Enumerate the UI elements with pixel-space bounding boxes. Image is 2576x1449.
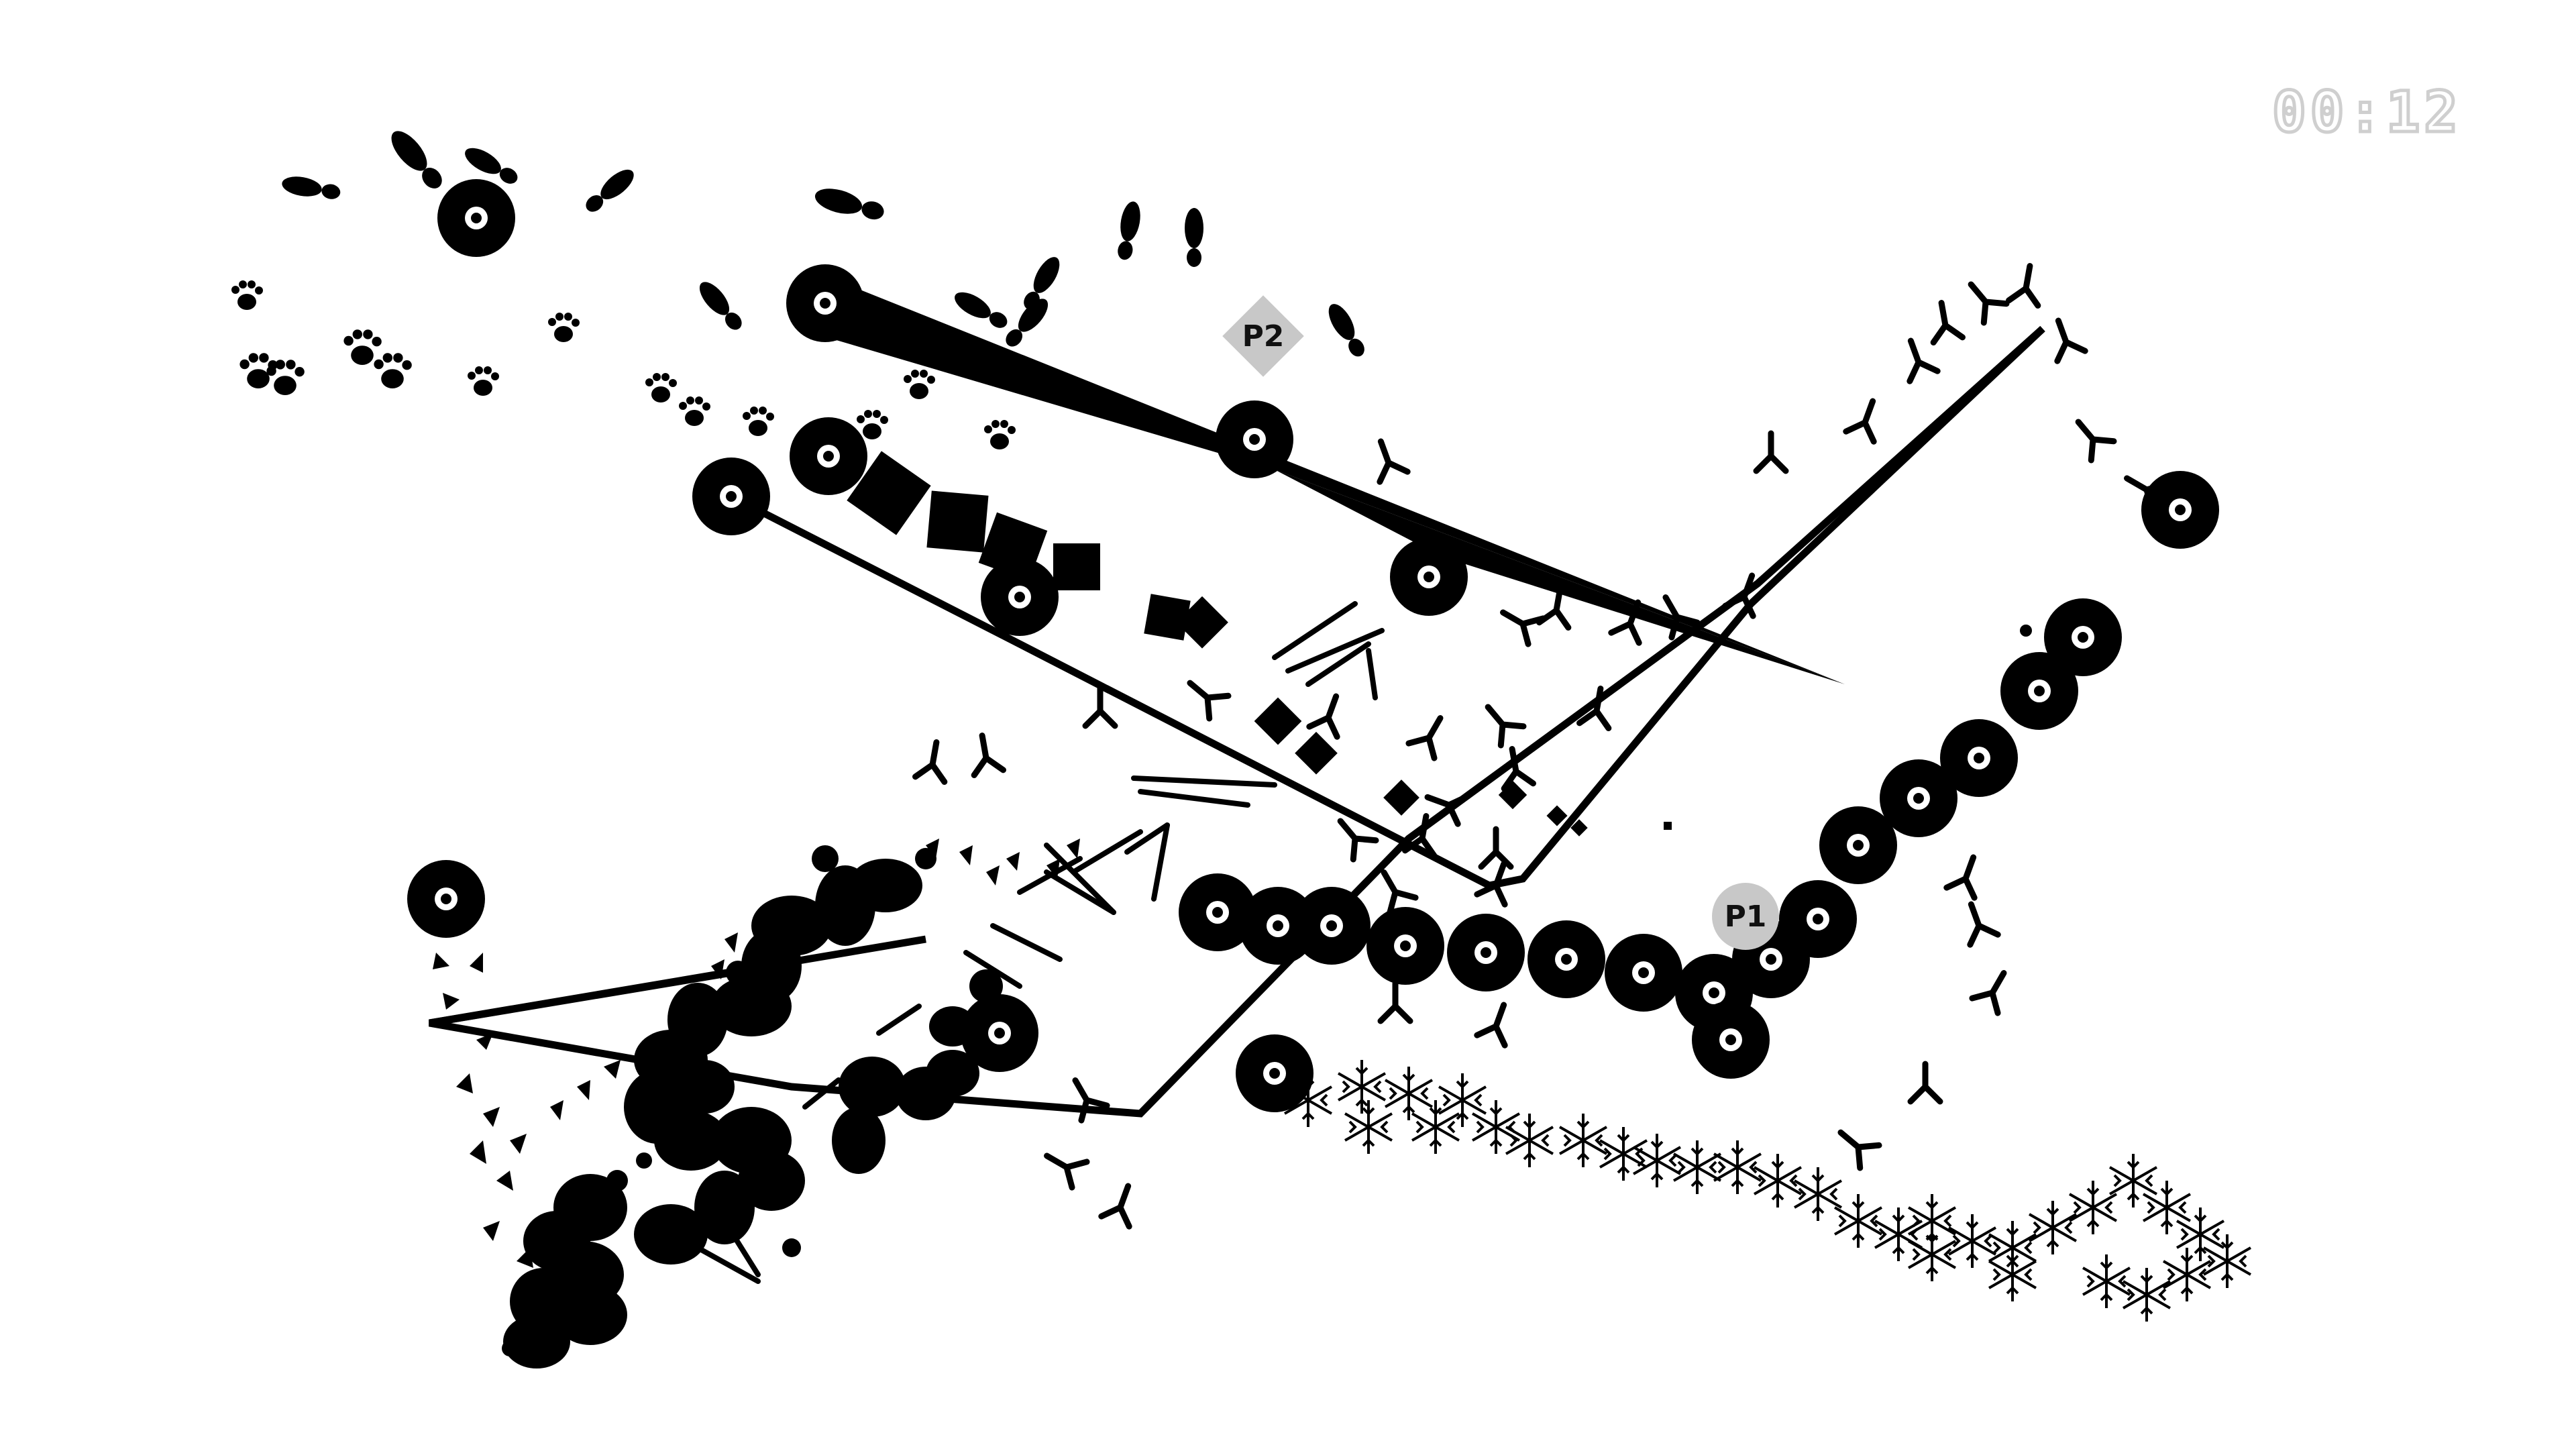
square-trail (847, 451, 1672, 837)
player-1-label: P1 (1724, 899, 1767, 934)
player-2-marker: P2 (1221, 294, 1305, 378)
creature-snowflake-start (1236, 1034, 1313, 1112)
creature-right (2141, 471, 2219, 549)
player-1-marker: P1 (1712, 883, 1779, 950)
match-timer: 00:12 (2271, 78, 2462, 147)
creature-line-start (692, 458, 770, 535)
creature-wedge-end (1390, 538, 1468, 616)
creature-p1-tail (1692, 1001, 1770, 1079)
creature-splatter (961, 994, 1038, 1072)
creature-top-left (437, 179, 515, 257)
creature-square-start (790, 417, 867, 495)
creature-square-mid (981, 558, 1059, 636)
wedge-trail (832, 278, 1845, 684)
creature-wedge-mid (1216, 400, 1293, 478)
creature-left (407, 860, 485, 938)
creature-wedge-start (786, 264, 864, 342)
triangle-trail (433, 839, 1080, 1268)
line-trails (429, 325, 2045, 1118)
player-2-label: P2 (1242, 319, 1285, 354)
creatures (407, 179, 2219, 1112)
snowflake-trail (1283, 1059, 2252, 1323)
ink-splatter-trail (502, 845, 1003, 1368)
